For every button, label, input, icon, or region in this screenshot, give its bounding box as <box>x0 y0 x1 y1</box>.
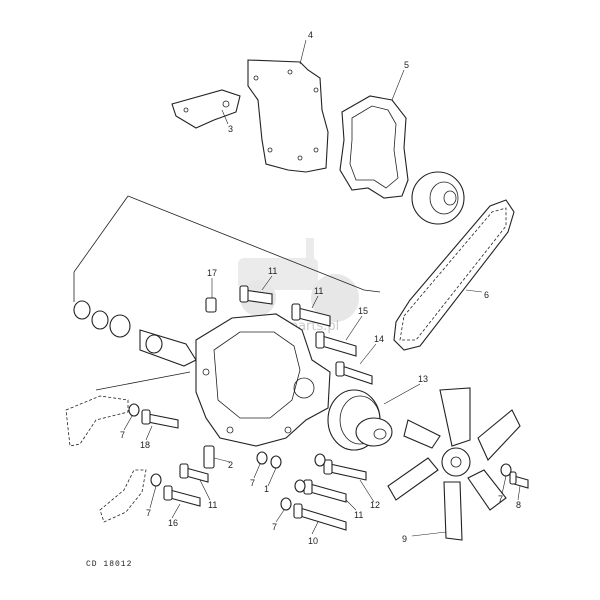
sprocket <box>411 171 465 225</box>
figure-code: CD 18012 <box>86 560 132 569</box>
dashed-bracket-lower <box>99 469 147 523</box>
callout-2: 2 <box>228 460 233 470</box>
drive-chain <box>393 199 515 351</box>
bolt-11a <box>239 285 273 305</box>
callout-13: 13 <box>418 374 428 384</box>
callout-4: 4 <box>308 30 313 40</box>
shaft-seals <box>73 300 131 338</box>
callout-10: 10 <box>308 536 318 546</box>
guide-line-mid <box>95 371 191 391</box>
callout-7-a: 7 <box>120 430 125 440</box>
water-pump-housing <box>195 313 331 447</box>
callout-1: 1 <box>264 484 269 494</box>
callout-5: 5 <box>404 60 409 70</box>
bolt-10 <box>293 503 347 531</box>
callout-3: 3 <box>228 124 233 134</box>
bolt-14 <box>335 361 373 385</box>
guide-line-top <box>127 195 381 293</box>
bolt-11c <box>179 463 209 483</box>
gasket <box>339 95 409 199</box>
bracket <box>171 89 241 129</box>
callout-12: 12 <box>370 500 380 510</box>
bolt-16 <box>163 485 201 507</box>
washers <box>128 403 512 511</box>
callout-11-d: 11 <box>354 510 363 520</box>
callout-6: 6 <box>484 290 489 300</box>
callout-14: 14 <box>374 334 384 344</box>
pulley <box>327 389 393 451</box>
leader-lines <box>123 39 521 537</box>
bolt-12 <box>323 459 367 481</box>
callout-17: 17 <box>207 268 217 278</box>
callout-15: 15 <box>358 306 368 316</box>
callout-11-c: 11 <box>208 500 217 510</box>
callout-11-a: 11 <box>268 266 277 276</box>
timing-cover-plate <box>247 59 329 173</box>
dashed-bracket-upper <box>65 395 129 447</box>
callout-16: 16 <box>168 518 178 528</box>
callout-7-d: 7 <box>272 522 277 532</box>
callout-7-e: 7 <box>498 494 503 504</box>
pump-shaft <box>139 329 197 367</box>
bolt-15 <box>315 331 357 357</box>
plug-17 <box>205 297 217 313</box>
stud-2 <box>203 445 215 469</box>
callout-8: 8 <box>516 500 521 510</box>
watermark-logo <box>238 238 359 322</box>
callout-7-c: 7 <box>146 508 151 518</box>
callout-18: 18 <box>140 440 150 450</box>
guide-line-left <box>73 195 129 273</box>
bolt-11d <box>303 479 347 503</box>
bolt-11b <box>291 303 331 327</box>
fan <box>387 387 521 541</box>
callout-11-b: 11 <box>314 286 323 296</box>
callout-9: 9 <box>402 534 407 544</box>
callout-7-b: 7 <box>250 478 255 488</box>
bolt-8 <box>509 471 529 489</box>
bolt-18 <box>141 409 179 429</box>
